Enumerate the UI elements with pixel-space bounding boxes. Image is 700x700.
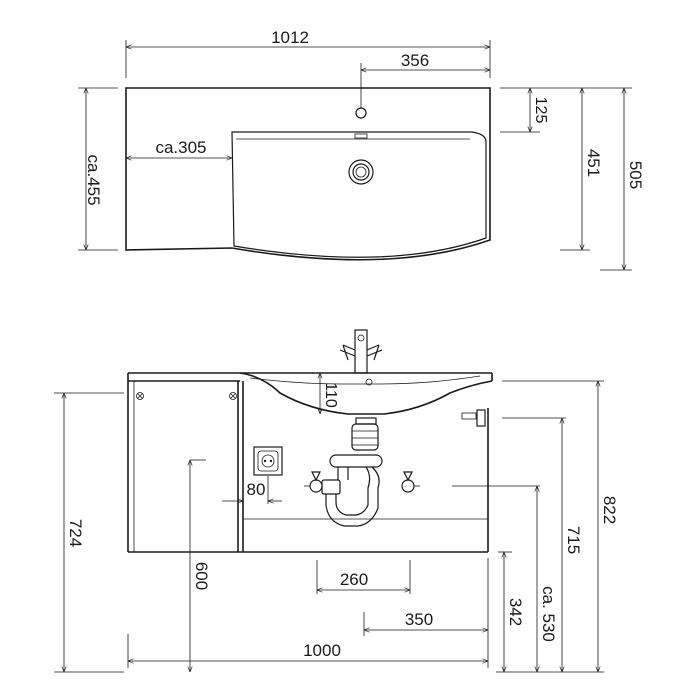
power-socket: [253, 446, 283, 476]
dim-trap-width: 260: [340, 570, 368, 589]
wall-bracket-plate: [461, 412, 477, 420]
overflow-slot: [354, 133, 368, 139]
overflow-hole: [365, 378, 373, 386]
hinge-right: [229, 392, 237, 400]
drain-core: [355, 166, 367, 178]
dim-inner-height: 715: [564, 526, 583, 554]
wall-bracket: [476, 409, 486, 427]
drain-outer: [348, 159, 374, 185]
front-view: 110 80 600 724 260 350 1000: [54, 329, 619, 673]
angle-valve-right: [401, 471, 420, 493]
dim-shelf-width: ca.305: [155, 138, 206, 157]
dim-trap-offset: 350: [405, 610, 433, 629]
top-view: 1012 356 ca.455 ca.305 125 451 505: [78, 28, 645, 271]
dim-mid-height: ca. 530: [539, 586, 558, 642]
basin-inner-line: [249, 375, 481, 385]
basin-bowl-top: [231, 131, 487, 258]
basin-front-curve: [239, 372, 493, 415]
dim-left-depth: ca.455: [84, 154, 103, 205]
dim-cabinet-height: 724: [66, 519, 85, 547]
dim-left-height: 600: [192, 562, 211, 590]
dim-total-width: 1012: [271, 28, 309, 47]
tap-hole: [355, 107, 367, 119]
siphon-trap: [321, 417, 383, 527]
dim-tap-depth: 125: [532, 97, 549, 124]
dim-socket-offset: 80: [247, 480, 266, 499]
dim-basin-depth: 451: [584, 149, 603, 177]
dim-cabinet-width: 1000: [303, 641, 341, 660]
dim-total-height: 822: [600, 496, 619, 524]
top-view-outline: [125, 87, 491, 261]
drain-inner: [352, 163, 370, 181]
tap-fixture: [339, 329, 383, 374]
angle-valve-left: [304, 471, 323, 493]
dim-basin-inner-depth: 110: [322, 382, 339, 408]
dim-right-height: 342: [506, 598, 525, 626]
hinge-left: [136, 392, 144, 400]
dim-total-depth: 505: [626, 161, 645, 189]
dim-tap-offset: 356: [401, 51, 429, 70]
